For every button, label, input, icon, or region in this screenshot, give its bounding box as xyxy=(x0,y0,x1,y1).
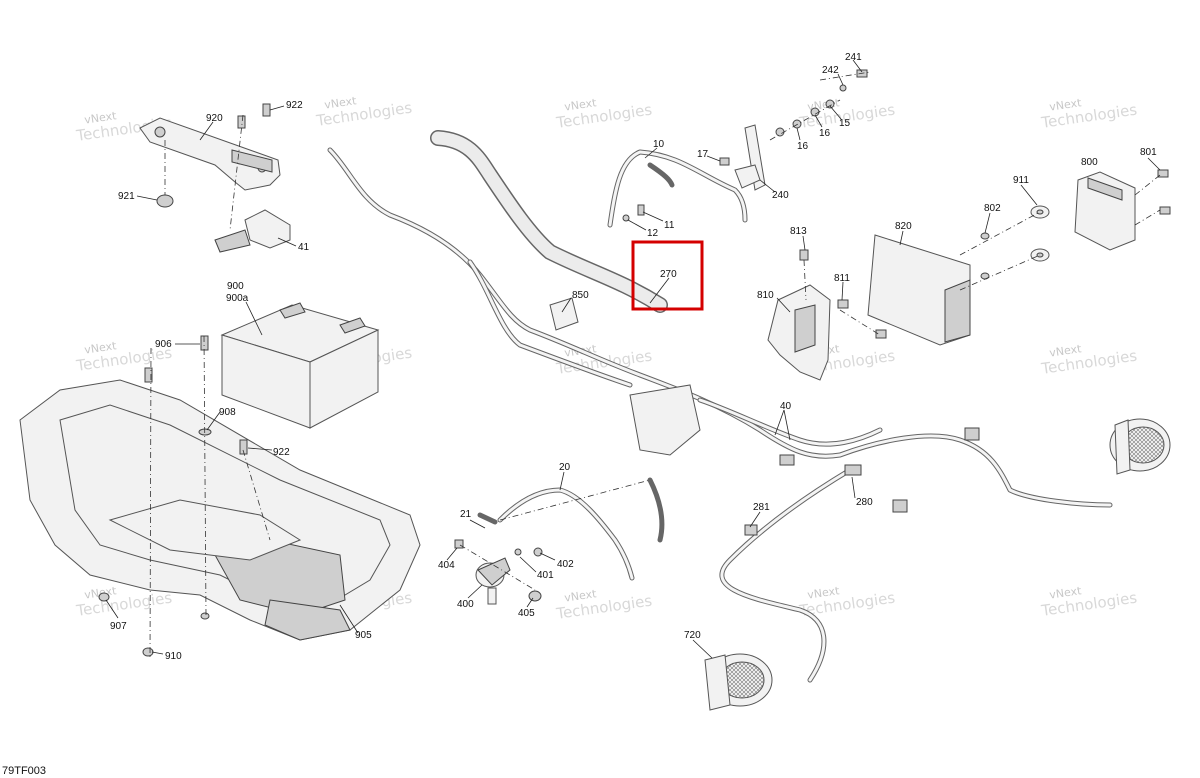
wiring-harness-drawing xyxy=(327,147,1113,683)
reference-code: 79TF003 xyxy=(2,765,46,777)
watermark-line1: vNext xyxy=(1049,96,1083,113)
callout-405[interactable]: 405 xyxy=(518,608,535,619)
callout-906[interactable]: 906 xyxy=(155,339,172,350)
highlight-box-270 xyxy=(631,240,704,311)
lamp-right-drawing xyxy=(1109,418,1171,475)
cover-41-drawing xyxy=(214,209,291,253)
callout-17[interactable]: 17 xyxy=(697,149,709,160)
frame-bolts-drawing xyxy=(98,335,248,657)
plate-820-drawing xyxy=(867,234,971,346)
callout-401[interactable]: 401 xyxy=(537,570,554,581)
bracket-920-drawing xyxy=(139,117,281,191)
bracket-240-drawing xyxy=(734,124,766,191)
callout-820[interactable]: 820 xyxy=(895,221,912,232)
watermark-line1: vNext xyxy=(564,587,598,604)
callout-402[interactable]: 402 xyxy=(557,559,574,570)
callout-802[interactable]: 802 xyxy=(984,203,1001,214)
module-800-drawing xyxy=(1074,169,1171,251)
watermark-line1: vNext xyxy=(84,109,118,126)
callout-905[interactable]: 905 xyxy=(355,630,372,641)
battery-900-drawing xyxy=(220,302,380,429)
callout-920[interactable]: 920 xyxy=(206,113,223,124)
callout-801[interactable]: 801 xyxy=(1140,147,1157,158)
lamp-720-drawing xyxy=(704,653,773,711)
callout-400[interactable]: 400 xyxy=(457,599,474,610)
bolts-17-11-12-drawing xyxy=(622,157,730,222)
callout-41[interactable]: 41 xyxy=(298,242,310,253)
callout-12[interactable]: 12 xyxy=(647,228,659,239)
nut-921-drawing xyxy=(156,194,174,208)
callout-20[interactable]: 20 xyxy=(559,462,571,473)
watermark-line1: vNext xyxy=(1049,584,1083,601)
callout-16-second[interactable]: 16 xyxy=(797,141,809,152)
callout-900a[interactable]: 900a xyxy=(226,293,249,304)
callout-810[interactable]: 810 xyxy=(757,290,774,301)
callout-922-lower[interactable]: 922 xyxy=(273,447,290,458)
hose-270-drawing xyxy=(430,130,668,313)
callout-921[interactable]: 921 xyxy=(118,191,135,202)
callout-911[interactable]: 911 xyxy=(1013,175,1029,186)
callout-907[interactable]: 907 xyxy=(110,621,127,632)
watermark-line1: vNext xyxy=(84,339,118,356)
callout-800[interactable]: 800 xyxy=(1081,157,1098,168)
callout-910[interactable]: 910 xyxy=(165,651,182,662)
watermark-line1: vNext xyxy=(324,94,358,111)
callout-16[interactable]: 16 xyxy=(819,128,831,139)
callout-404[interactable]: 404 xyxy=(438,560,455,571)
callout-270[interactable]: 270 xyxy=(660,269,677,280)
cable-20-drawing xyxy=(477,477,665,581)
watermark-line1: vNext xyxy=(564,96,598,113)
callout-900[interactable]: 900 xyxy=(227,281,244,292)
callout-15[interactable]: 15 xyxy=(839,118,851,129)
solenoid-400-drawing xyxy=(454,539,543,605)
callout-10[interactable]: 10 xyxy=(653,139,665,150)
washers-911-drawing xyxy=(980,205,1050,280)
callout-811[interactable]: 811 xyxy=(834,273,850,284)
callout-242[interactable]: 242 xyxy=(822,65,839,76)
callout-813[interactable]: 813 xyxy=(790,226,807,237)
callout-922[interactable]: 922 xyxy=(286,100,303,111)
callout-labels: 920 922 921 41 900 900a 906 908 922 907 … xyxy=(110,52,1157,662)
callout-241[interactable]: 241 xyxy=(845,52,862,63)
cable-10-drawing xyxy=(607,149,748,228)
watermark-line1: vNext xyxy=(807,584,841,601)
callout-240[interactable]: 240 xyxy=(772,190,789,201)
callout-40[interactable]: 40 xyxy=(780,401,792,412)
callout-908[interactable]: 908 xyxy=(219,407,236,418)
battery-tray-905-drawing xyxy=(19,379,421,641)
bracket-810-drawing xyxy=(767,249,887,381)
callout-11[interactable]: 11 xyxy=(664,220,675,231)
callout-21[interactable]: 21 xyxy=(460,509,472,520)
callout-720[interactable]: 720 xyxy=(684,630,701,641)
leader-lines xyxy=(105,59,1161,661)
watermark-line1: vNext xyxy=(1049,342,1083,359)
callout-280[interactable]: 280 xyxy=(856,497,873,508)
callout-281[interactable]: 281 xyxy=(753,502,770,513)
callout-850[interactable]: 850 xyxy=(572,290,589,301)
